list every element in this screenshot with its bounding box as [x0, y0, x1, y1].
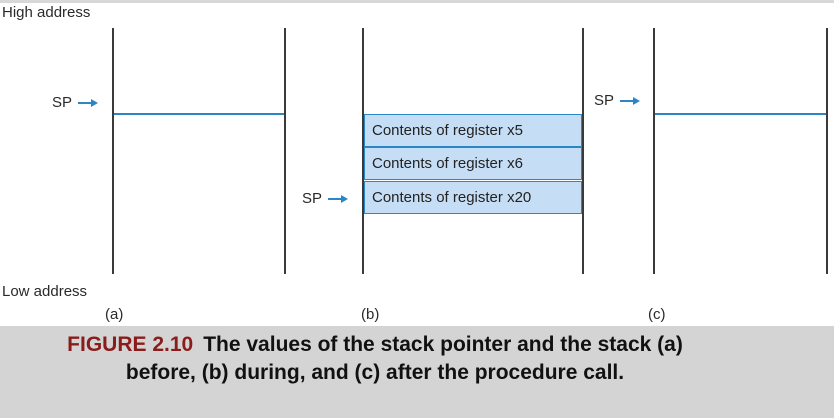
low-address-label: Low address — [2, 283, 88, 300]
panel-a-sp-label: SP — [52, 94, 73, 111]
panel-c-sp-label: SP — [594, 92, 615, 109]
register-x20-slot: Contents of register x20 — [364, 181, 582, 214]
caption-text: The values of the stack pointer and the … — [125, 333, 683, 384]
panel-b-sp-pointer: SP — [302, 190, 349, 208]
panel-b-right-wall — [582, 28, 584, 274]
panel-b-tag: (b) — [361, 306, 380, 323]
panel-a-left-wall — [112, 28, 114, 274]
arrow-right-icon — [620, 96, 641, 106]
panel-a-sp-pointer: SP — [52, 94, 99, 112]
panel-c-sp-pointer: SP — [594, 92, 641, 110]
panel-a-tag: (a) — [105, 306, 124, 323]
register-x6-slot: Contents of register x6 — [364, 147, 582, 180]
panel-c-stack-top-line — [655, 113, 826, 115]
top-border — [0, 0, 834, 3]
arrow-right-icon — [328, 194, 349, 204]
panel-a-right-wall — [284, 28, 286, 274]
panel-b-sp-label: SP — [302, 190, 323, 207]
figure-number: FIGURE 2.10 — [67, 333, 194, 356]
panel-b-left-wall — [362, 28, 364, 274]
panel-c-tag: (c) — [648, 306, 666, 323]
panel-a-stack-top-line — [114, 113, 284, 115]
arrow-right-icon — [78, 98, 99, 108]
panel-c-left-wall — [653, 28, 655, 274]
panel-c-right-wall — [826, 28, 828, 274]
stack-diagram: High address Low address SP (a) Contents… — [2, 4, 828, 323]
register-x5-slot: Contents of register x5 — [364, 114, 582, 147]
high-address-label: High address — [2, 4, 91, 21]
